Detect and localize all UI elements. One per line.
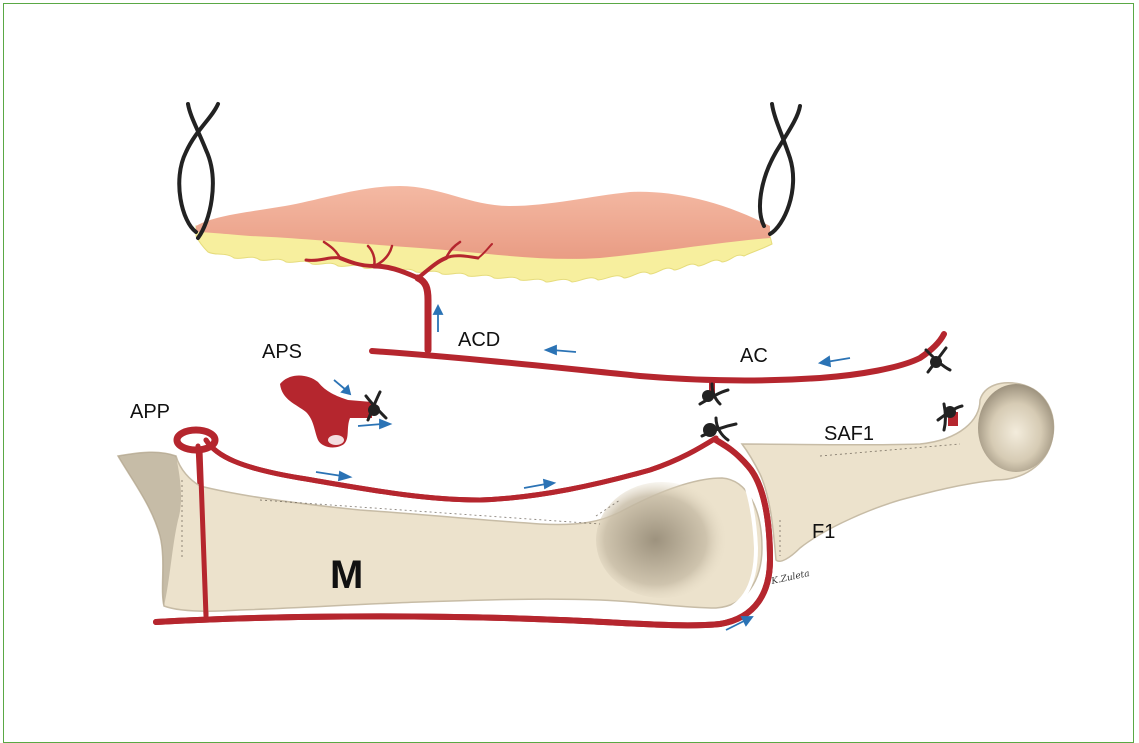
ligature-app [702, 418, 736, 440]
ligature-saf1 [938, 404, 962, 430]
label-saf1: SAF1 [824, 423, 874, 445]
metacarpal-head-shadow [596, 482, 728, 598]
flow-arrow-acd-up [434, 306, 442, 332]
flap-suture-left [179, 104, 218, 238]
flow-arrow-aps-down [334, 380, 350, 394]
aps-vessel [280, 376, 372, 448]
metacarpal-bone [118, 452, 762, 611]
label-app: APP [130, 401, 170, 423]
phalanx-head [978, 384, 1054, 472]
skin-flap [196, 186, 772, 282]
label-f1: F1 [812, 521, 835, 543]
artist-signature: K.Zuleta [770, 569, 811, 587]
label-ac: AC [740, 345, 768, 367]
label-acd: ACD [458, 329, 500, 351]
flow-arrow-aps-right [358, 420, 390, 428]
ligature-ac-end [926, 348, 950, 372]
phalanx-bone [742, 383, 1054, 561]
label-m: M [330, 553, 363, 597]
flow-arrow-app-1 [316, 472, 350, 480]
flow-arrow-acd-left [546, 346, 576, 354]
flow-arrow-app-2 [524, 480, 554, 488]
label-aps: APS [262, 341, 302, 363]
flap-suture-right [760, 104, 800, 234]
flow-arrow-ac-left [820, 357, 850, 366]
